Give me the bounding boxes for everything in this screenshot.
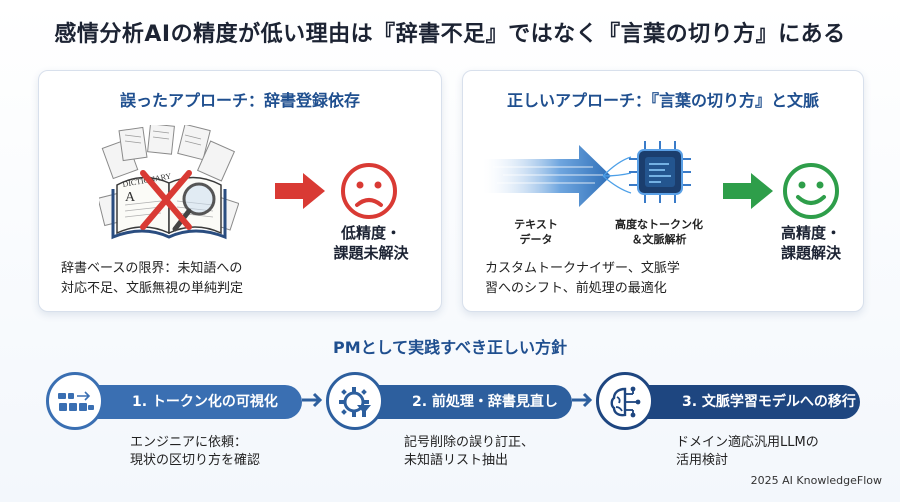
step-2-icon-circle — [326, 372, 384, 430]
correct-approach-panel: 正しいアプローチ：『言葉の切り方』と文脈 — [462, 70, 864, 312]
token-blocks-icon — [58, 391, 94, 411]
wrong-approach-panel: 誤ったアプローチ：辞書登録依存 DICTIONARY A — [38, 70, 442, 312]
step-1: 1. トークン化の可視化 — [46, 372, 302, 430]
svg-text:A: A — [125, 190, 136, 205]
green-arrow-icon — [723, 173, 773, 209]
step-2-description: 記号削除の誤り訂正、 未知語リスト抽出 — [404, 435, 535, 468]
wrong-approach-description: 辞書ベースの限界：未知語への 対応不足、文脈無視の単純判定 — [61, 261, 244, 296]
footer-credit: 2025 AI KnowledgeFlow — [750, 474, 882, 487]
sad-face-icon — [341, 163, 397, 219]
step-3-icon-circle — [596, 372, 654, 430]
main-title: 感情分析AIの精度が低い理由は『辞書不足』ではなく『言葉の切り方』にある — [54, 22, 846, 47]
step-1-description: エンジニアに依頼： 現状の区切り方を確認 — [130, 435, 261, 468]
step-3-description: ドメイン適応汎用LLMの 活用検討 — [676, 435, 819, 468]
happy-face-icon — [783, 163, 839, 219]
step-3: 3. 文脈学習モデルへの移行 — [596, 372, 860, 430]
wrong-result-text: 低精度・ 課題未解決 — [333, 224, 409, 262]
correct-approach-title: 正しいアプローチ：『言葉の切り方』と文脈 — [506, 91, 819, 110]
step-2: 2. 前処理・辞書見直し — [326, 372, 572, 430]
dictionary-icon: DICTIONARY A — [99, 125, 239, 240]
step-connector-arrow — [302, 392, 323, 408]
guidelines-title: PMとして実践すべき正しい方針 — [332, 338, 568, 357]
step-connector-arrow — [572, 392, 593, 408]
step-1-icon-circle — [46, 372, 104, 430]
gear-filter-icon — [339, 387, 371, 417]
ai-chip-icon — [629, 141, 691, 203]
tokenize-label: 高度なトークン化 ＆文脈解析 — [615, 218, 703, 246]
wrong-approach-title: 誤ったアプローチ：辞書登録依存 — [119, 91, 360, 110]
step-1-label: 1. トークン化の可視化 — [66, 385, 302, 419]
step-3-label: 3. 文脈学習モデルへの移行 — [616, 385, 860, 419]
brain-circuit-icon — [610, 386, 641, 418]
text-data-label: テキスト データ — [514, 218, 558, 246]
data-stream-arrow-icon — [483, 145, 632, 207]
correct-approach-description: カスタムトークナイザー、文脈学 習へのシフト、前処理の最適化 — [485, 261, 680, 296]
red-arrow-icon — [275, 173, 325, 209]
correct-result-text: 高精度・ 課題解決 — [780, 224, 841, 262]
